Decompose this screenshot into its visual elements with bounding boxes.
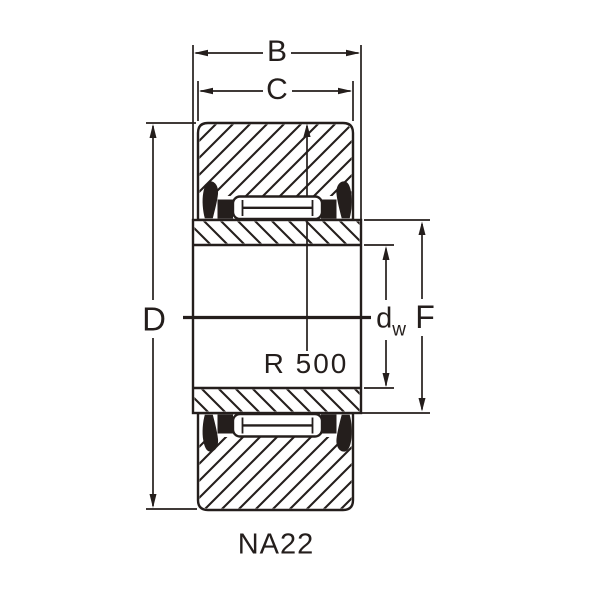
leader-arrow-up-icon [303, 123, 311, 137]
arrow-up-icon [149, 124, 157, 138]
arrow-down-icon [418, 398, 426, 412]
dw-sub-label: w [392, 319, 406, 341]
radius-leader [303, 123, 311, 351]
arrow-up-icon [382, 246, 390, 260]
dimension-b [192, 45, 362, 219]
outer-ring-top-hatch [199, 124, 352, 196]
inner-ring-bottom-hatch [194, 389, 360, 412]
seal-top-right [321, 181, 352, 219]
inner-ring-top-hatch [194, 221, 360, 244]
arrow-down-icon [382, 373, 390, 387]
dw-main-label: d [376, 302, 393, 335]
arrow-down-icon [149, 494, 157, 508]
seal-bottom-right [321, 414, 352, 452]
arrow-left-icon [199, 87, 213, 95]
needle-roller-top [231, 195, 324, 221]
dimension-d-label: D [140, 300, 168, 338]
dimension-f [357, 219, 430, 414]
dimension-f-label: F [413, 299, 437, 335]
dimension-dw [364, 244, 394, 389]
dimension-b-label: B [264, 35, 290, 68]
arrow-left-icon [194, 49, 208, 57]
seal-top-left [202, 181, 233, 219]
dimension-dw-label: dw [374, 302, 408, 340]
outer-ring-bottom-hatch [199, 437, 352, 509]
arrow-right-icon [338, 87, 352, 95]
dimension-c-label: C [264, 73, 290, 106]
arrow-up-icon [418, 221, 426, 235]
part-number-label: NA22 [235, 528, 317, 561]
dimension-d [146, 122, 197, 510]
arrow-right-icon [346, 49, 360, 57]
radius-note-label: R 500 [263, 348, 349, 379]
seal-bottom-left [202, 414, 233, 452]
dimension-c [197, 81, 354, 121]
needle-roller-bottom [231, 412, 324, 438]
